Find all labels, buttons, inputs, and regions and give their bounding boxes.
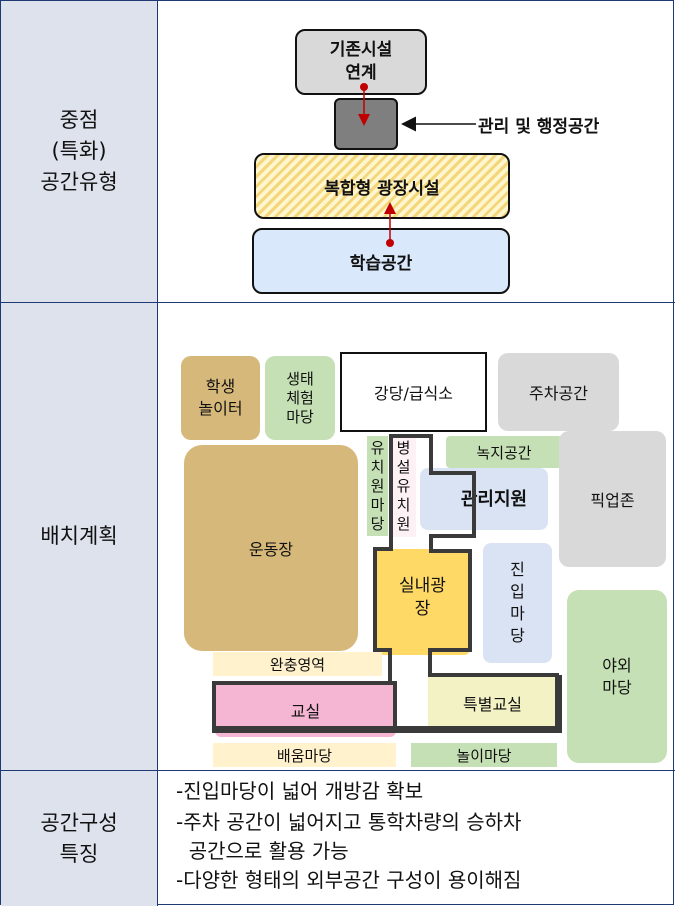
admin-support-label: 관리지원 [460,489,528,510]
feature-item: 공간으로 활용 가능 [176,839,349,863]
auditorium-cafeteria: 강당/급식소 [340,352,487,432]
annex-kindergarten: 병 설 유 치 원 [391,436,416,537]
layout-plan-diagram: 학생 놀이터 생태 체험 마당 강당/급식소 주차공간 녹지공간 관리지원 픽업… [158,303,675,770]
indoor-plaza-label: 실내광 장 [399,576,446,619]
buffer-zone: 완충영역 [213,652,382,676]
type-arrows [358,83,476,247]
space-features-list: -진입마당이 넓어 개방감 확보 -주차 공간이 넓어지고 통학차량의 승하차 … [158,771,675,906]
row-layout-plan: 배치계획 학생 놀이터 생태 체험 마당 강당/급식소 주차공간 녹지공간 관리… [1,303,675,771]
existing-link-box: 기존시설 연계 [295,29,427,95]
admin-label: 관리 및 행정공간 [478,116,600,137]
feature-item: -진입마당이 넓어 개방감 확보 [176,779,424,803]
parking-area: 주차공간 [498,353,619,431]
feature-item: -다양한 형태의 외부공간 구성이 용이해짐 [176,868,522,892]
space-type-diagram: 기존시설 연계 관리 및 행정공간 복합형 광장시설 학습공간 [158,1,675,302]
feature-item: -주차 공간이 넓어지고 통학차량의 승하차 [176,810,522,834]
learning-box: 학습공간 [252,228,510,294]
plaza-box: 복합형 광장시설 [254,153,510,219]
row-space-features: 공간구성 특징 -진입마당이 넓어 개방감 확보 -주차 공간이 넓어지고 통학… [1,771,675,906]
admin-support-area [420,468,548,530]
outdoor-yard: 야외 마당 [567,590,667,763]
student-playground-area: 학생 놀이터 [181,356,260,440]
learning-yard: 배움마당 [213,743,396,767]
kindergarten-yard: 유 치 원 마 당 [367,436,388,536]
row-space-type: 중점 (특화) 공간유형 기존시설 연계 관리 및 행정공간 복합형 광장시설 … [1,1,675,303]
play-yard: 놀이마당 [411,743,557,767]
special-classroom: 특별교실 [428,677,557,729]
row-label-space-type: 중점 (특화) 공간유형 [1,1,158,302]
playground-field: 운동장 [184,445,358,651]
school-building-outline [212,434,562,733]
green-space: 녹지공간 [446,436,562,468]
row-label-space-features: 공간구성 특징 [1,771,158,906]
indoor-plaza [375,549,470,655]
entry-yard: 진 입 마 당 [483,543,552,663]
pickup-zone: 픽업존 [559,431,666,567]
row-label-layout-plan: 배치계획 [1,303,158,770]
eco-experience-yard: 생태 체험 마당 [265,356,335,440]
